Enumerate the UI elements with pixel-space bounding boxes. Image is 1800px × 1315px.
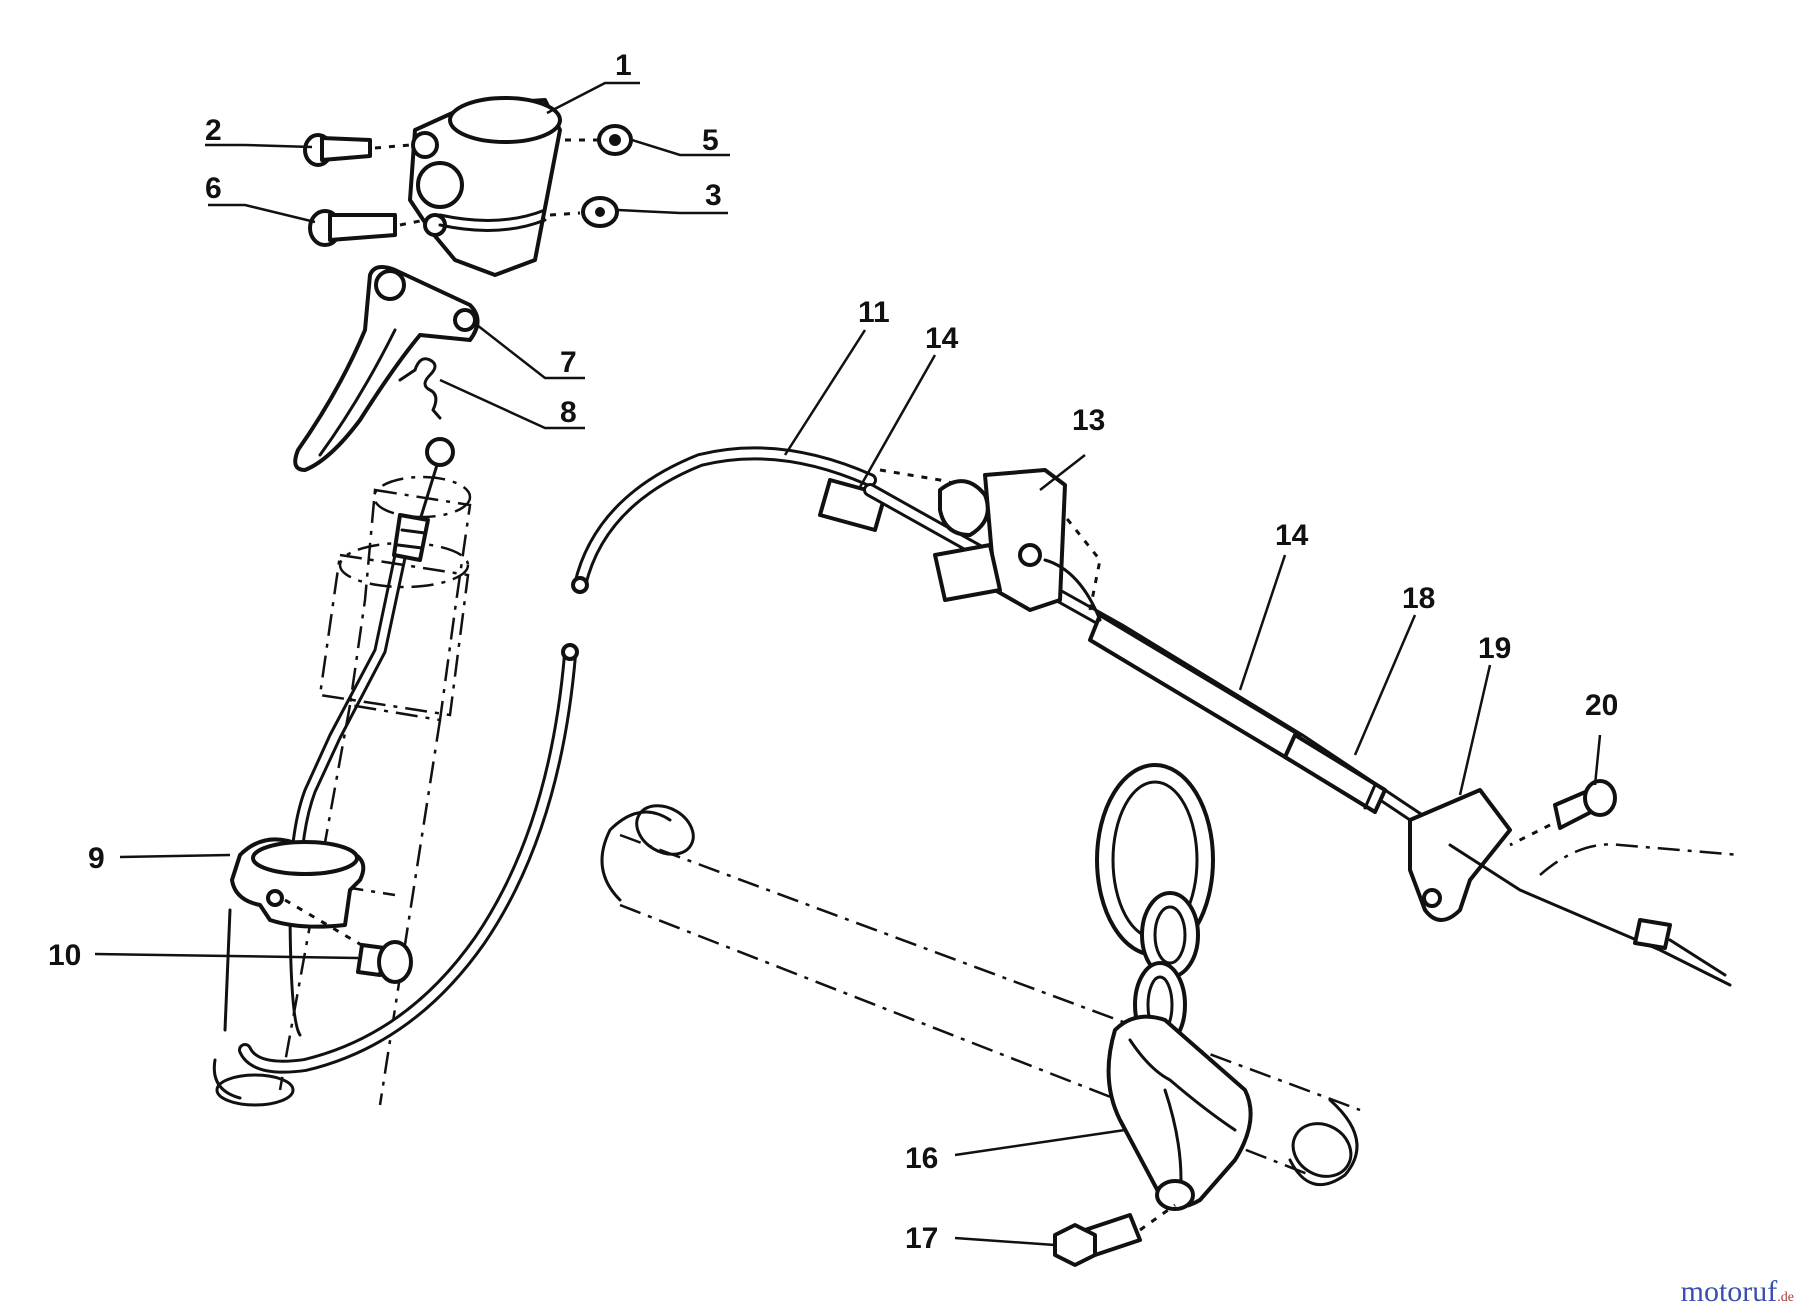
callout-labels: 1 2 5 6 3 7 8 9 10 11 14 13 14 18 19 20 …	[48, 49, 1618, 1255]
cable-lower-section	[238, 643, 579, 1074]
watermark-suffix: .de	[1777, 1290, 1794, 1305]
clamp-part-16	[1106, 1014, 1253, 1211]
bolt-part-17	[1053, 1203, 1176, 1267]
cable-sleeve-part-14-lower	[1088, 613, 1302, 762]
cable-adjuster-part-13	[879, 468, 1102, 622]
spring-part-8	[398, 357, 442, 420]
label-3: 3	[705, 179, 722, 212]
screw-part-10	[284, 898, 413, 984]
label-9: 9	[88, 842, 105, 875]
screw-part-2	[303, 133, 411, 167]
label-10: 10	[48, 939, 81, 972]
label-11: 11	[858, 296, 890, 329]
cable-clamp-part-9	[223, 837, 366, 1032]
label-1: 1	[615, 49, 632, 82]
frame-tube	[600, 804, 1361, 1186]
cable-end	[1448, 843, 1741, 987]
nut-part-3	[549, 196, 619, 228]
label-17: 17	[905, 1222, 938, 1255]
label-18: 18	[1402, 582, 1435, 615]
control-lever-part-7	[293, 264, 480, 472]
watermark: motoruf.de	[1681, 1275, 1794, 1309]
label-6: 6	[205, 172, 222, 205]
label-13: 13	[1072, 404, 1105, 437]
label-19: 19	[1478, 632, 1511, 665]
watermark-main: motoruf	[1680, 1275, 1778, 1308]
cable-clip-part-19	[1408, 788, 1512, 922]
control-rod	[288, 437, 455, 1037]
cable-upper-section	[571, 446, 877, 594]
label-8: 8	[560, 396, 577, 429]
label-20: 20	[1585, 689, 1618, 722]
label-14-upper: 14	[925, 322, 959, 355]
nut-part-5	[565, 124, 633, 156]
label-16: 16	[905, 1142, 938, 1175]
label-5: 5	[702, 124, 719, 157]
label-14-lower: 14	[1275, 519, 1309, 552]
control-bracket-part-1	[408, 96, 562, 277]
cable-sleeve-part-18	[1283, 733, 1387, 814]
screw-part-20	[1509, 779, 1617, 847]
screw-part-6	[308, 209, 426, 247]
handle-grip-sleeve	[318, 541, 470, 717]
leader-lines	[94, 81, 1602, 1247]
label-2: 2	[205, 114, 222, 147]
label-7: 7	[560, 346, 577, 379]
